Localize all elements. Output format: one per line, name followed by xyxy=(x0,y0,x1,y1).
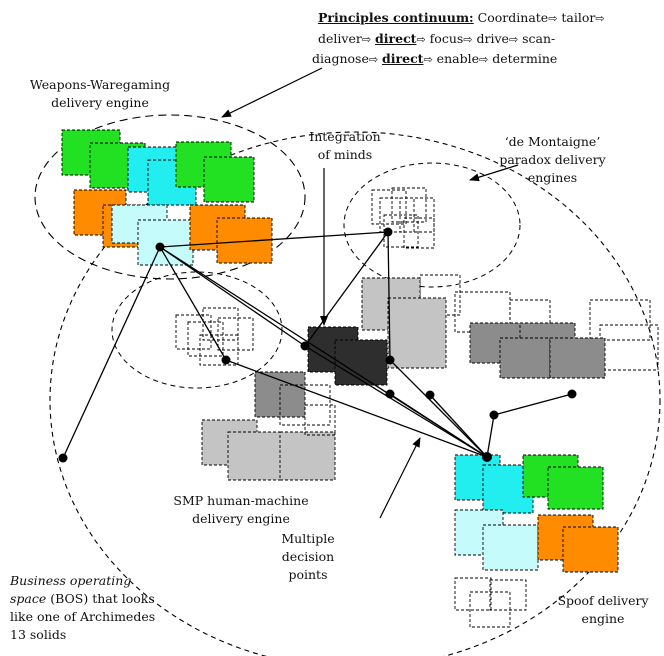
weapons-engine-label: Weapons-Waregaming delivery engine xyxy=(20,76,180,112)
principles-line-3: diagnose⇨ direct⇨ enable⇨ determine xyxy=(312,50,557,69)
spoof-engine-label: Spoof delivery engine xyxy=(548,592,658,628)
principle-word: enable xyxy=(436,51,479,66)
weapons-engine-ellipse xyxy=(34,114,306,280)
arrow-icon: ⇨ xyxy=(508,33,519,46)
integration-label-line: Integration xyxy=(309,129,381,144)
weapons-label-line: delivery engine xyxy=(51,95,149,110)
spoof-cubes xyxy=(454,454,619,628)
decision-nodes xyxy=(58,227,577,463)
decision-points-label: Multiple decision points xyxy=(268,530,348,584)
montaigne-label-line: ‘de Montaigne’ xyxy=(504,134,601,149)
principle-word: scan- xyxy=(522,31,556,46)
montaigne-cubes xyxy=(371,187,435,249)
montaigne-label-line: engines xyxy=(527,170,578,185)
smp-engine-ellipse xyxy=(111,271,283,389)
node xyxy=(567,389,577,399)
bos-space-word: space xyxy=(10,591,47,606)
integration-label-line: of minds xyxy=(317,147,373,162)
arrow-icon: ⇨ xyxy=(423,53,433,66)
bos-label-line: Business operating xyxy=(10,573,132,588)
weapons-label-line: Weapons-Waregaming xyxy=(29,77,171,92)
node xyxy=(385,389,395,399)
node xyxy=(383,227,393,237)
montaigne-label: ‘de Montaigne’ paradox delivery engines xyxy=(495,133,610,187)
smp-gray-cubes xyxy=(201,371,336,481)
spoof-label-line: Spoof delivery xyxy=(557,593,649,608)
connections xyxy=(62,231,573,459)
bos-abbrev: (BOS) that looks xyxy=(46,591,155,606)
node xyxy=(155,242,165,252)
decision-label-line: decision xyxy=(281,549,335,564)
weapons-cubes xyxy=(61,129,273,266)
montaigne-label-line: paradox delivery xyxy=(499,152,606,167)
smp-engine-label: SMP human-machine delivery engine xyxy=(156,492,326,528)
cube xyxy=(137,219,194,266)
node xyxy=(385,355,395,365)
principle-word: drive xyxy=(476,31,509,46)
center-gray-cubes xyxy=(307,274,511,386)
principle-word: diagnose xyxy=(312,51,369,66)
smp-label-line: delivery engine xyxy=(192,511,290,526)
cube xyxy=(387,297,447,369)
cube xyxy=(203,156,255,203)
principle-word: tailor xyxy=(561,10,596,25)
principles-title: Principles continuum: xyxy=(318,10,474,25)
arrow-icon: ⇨ xyxy=(478,53,489,66)
arrow-icon: ⇨ xyxy=(368,53,379,66)
smp-wire-cubes xyxy=(175,307,254,366)
arrow-icon: ⇨ xyxy=(548,12,558,25)
node xyxy=(221,355,231,365)
bos-space-boundary xyxy=(49,131,661,656)
principles-line-2: deliver⇨ direct⇨ focus⇨ drive⇨ scan- xyxy=(318,30,555,49)
principle-word: focus xyxy=(429,31,464,46)
smp-label-line: SMP human-machine xyxy=(173,493,309,508)
bos-label: Business operating space (BOS) that look… xyxy=(10,572,155,644)
bos-label-line: 13 solids xyxy=(10,627,67,642)
principles-line-1: Principles continuum: Coordinate⇨ tailor… xyxy=(318,9,605,28)
cube xyxy=(334,339,388,386)
integration-label: Integration of minds xyxy=(300,128,390,164)
principle-word: determine xyxy=(492,51,558,66)
node xyxy=(300,341,310,351)
node xyxy=(489,410,499,420)
arrow-icon: ⇨ xyxy=(595,12,605,25)
arrow-icon: ⇨ xyxy=(361,33,372,46)
bos-label-line: like one of Archimedes xyxy=(10,609,156,624)
spoof-label-line: engine xyxy=(581,611,625,626)
principle-word: Coordinate xyxy=(477,10,549,25)
montaigne-engine-ellipse xyxy=(343,162,521,288)
decision-label-line: points xyxy=(288,567,328,582)
callout-arrows xyxy=(221,67,519,519)
node xyxy=(425,390,435,400)
principle-word: direct xyxy=(375,31,417,46)
arrow-icon: ⇨ xyxy=(463,33,473,46)
decision-label-line: Multiple xyxy=(281,531,335,546)
arrow-icon: ⇨ xyxy=(416,33,426,46)
right-gray-cubes xyxy=(469,299,659,379)
node xyxy=(482,452,492,462)
bos-label-line: space (BOS) that looks xyxy=(10,590,155,608)
principle-word: deliver xyxy=(318,31,362,46)
node xyxy=(58,453,68,463)
principle-word: direct xyxy=(382,51,424,66)
